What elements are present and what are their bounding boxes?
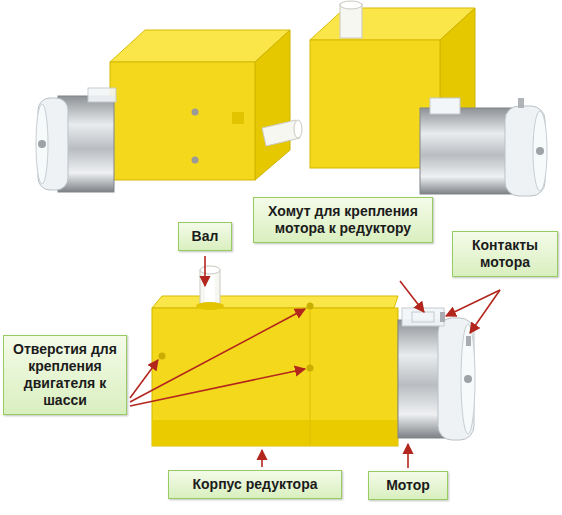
leader-arrows (130, 256, 500, 468)
label-box: Отверстия для крепления двигателя к шасс… (3, 335, 127, 415)
part-label: Хомут для крепления мотора к редуктору (260, 203, 426, 237)
part-label: Контакты мотора (459, 237, 551, 271)
part-label: Мотор (375, 477, 441, 494)
label-box: Мотор (368, 471, 448, 500)
motor-main (152, 266, 475, 446)
motor-view-left (36, 30, 302, 192)
label-box: Вал (178, 222, 232, 251)
part-label: Корпус редуктора (175, 476, 335, 493)
label-box: Хомут для крепления мотора к редуктору (253, 197, 433, 243)
label-box: Контакты мотора (452, 231, 558, 277)
label-box: Корпус редуктора (168, 470, 342, 499)
part-label: Отверстия для крепления двигателя к шасс… (10, 341, 120, 409)
part-label: Вал (185, 228, 225, 245)
motor-view-right (310, 1, 547, 196)
